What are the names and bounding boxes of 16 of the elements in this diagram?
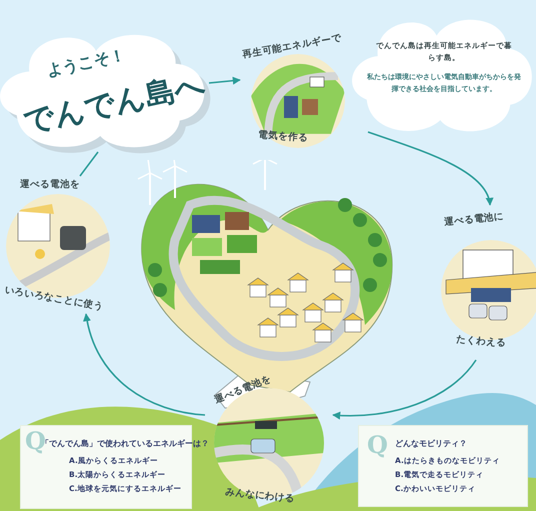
circle-caption: みんなにわける [224,485,296,506]
circle-caption: 運べる電池を [212,372,274,407]
question-text: どんなモビリティ？ [395,438,467,449]
arrow [332,360,477,420]
q-letter: Q [367,430,388,459]
circle-caption: 再生可能エネルギーで [242,31,342,62]
circle-caption: いろいろなことに使う [4,283,104,314]
circle-caption: たくわえる [456,333,506,350]
circle-caption: 運べる電池に [443,210,505,230]
circle-caption: 電気を作る [258,128,308,145]
arrow [84,313,206,416]
circle-caption: 運べる電池を [20,178,80,191]
arrow [368,131,492,206]
arrow [208,76,241,85]
quiz-card [358,425,528,507]
greeting-text: ようこそ！ [44,44,128,82]
